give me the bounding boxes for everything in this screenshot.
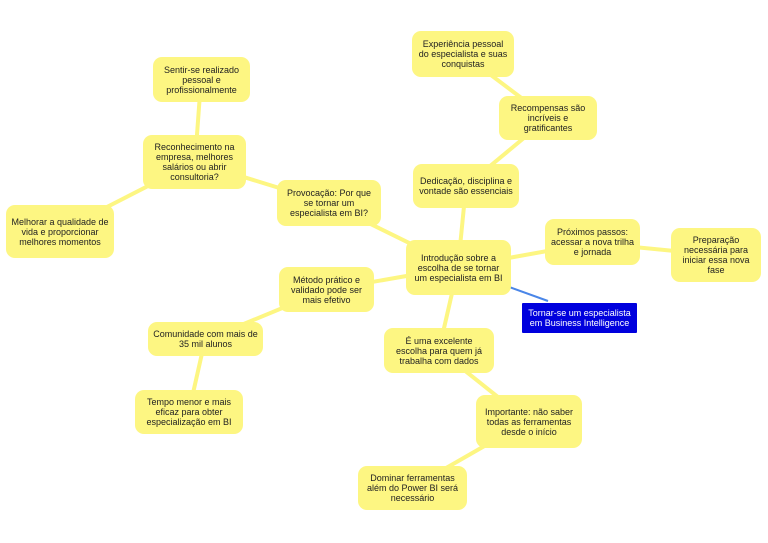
node-proximos[interactable]: Próximos passos: acessar a nova trilha e… <box>545 219 640 265</box>
node-provocacao[interactable]: Provocação: Por que se tornar um especia… <box>277 180 381 226</box>
node-qualidade[interactable]: Melhorar a qualidade de vida e proporcio… <box>6 205 114 258</box>
node-importante[interactable]: Importante: não saber todas as ferrament… <box>476 395 582 448</box>
node-comunidade[interactable]: Comunidade com mais de 35 mil alunos <box>148 322 263 356</box>
node-preparacao[interactable]: Preparação necessária para iniciar essa … <box>671 228 761 282</box>
node-experiencia[interactable]: Experiência pessoal do especialista e su… <box>412 31 514 77</box>
node-realizado[interactable]: Sentir-se realizado pessoal e profission… <box>153 57 250 102</box>
node-recompensas[interactable]: Recompensas são incríveis e gratificante… <box>499 96 597 140</box>
node-reconhecimento[interactable]: Reconhecimento na empresa, melhores salá… <box>143 135 246 189</box>
node-excelente[interactable]: É uma excelente escolha para quem já tra… <box>384 328 494 373</box>
node-center[interactable]: Introdução sobre a escolha de se tornar … <box>406 240 511 295</box>
node-dominar[interactable]: Dominar ferramentas além do Power BI ser… <box>358 466 467 510</box>
node-metodo[interactable]: Método prático e validado pode ser mais … <box>279 267 374 312</box>
node-tornar[interactable]: Tornar-se um especialista em Business In… <box>522 303 637 333</box>
node-tempo[interactable]: Tempo menor e mais eficaz para obter esp… <box>135 390 243 434</box>
node-dedicacao[interactable]: Dedicação, disciplina e vontade são esse… <box>413 164 519 208</box>
